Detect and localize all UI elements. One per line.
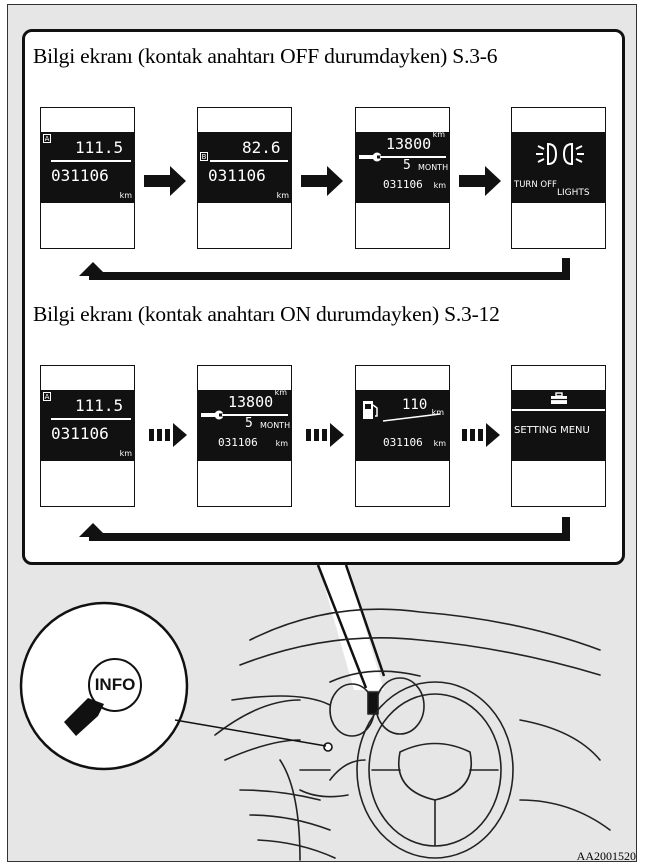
display-off-trip-b: B 82.6 031106 km <box>197 107 292 249</box>
trip-distance: 82.6 <box>242 138 281 157</box>
service-months: 5 <box>403 158 411 173</box>
screen: B 82.6 031106 km <box>198 132 291 203</box>
unit-label: km <box>119 449 132 458</box>
trip-distance: 111.5 <box>75 138 124 157</box>
trip-distance: 111.5 <box>75 396 124 415</box>
display-off-service: 13800 km 5 MONTH 031106 km <box>355 107 450 249</box>
months-label: MONTH <box>260 421 291 430</box>
unit-label: km <box>276 191 289 200</box>
headlight-icon <box>536 142 584 166</box>
divider-line <box>380 156 446 158</box>
service-distance: 13800 <box>228 393 274 411</box>
display-on-setting-menu: SETTING MENU <box>511 365 606 507</box>
screen: A 111.5 031106 km <box>41 390 134 461</box>
screen: SETTING MENU <box>512 390 605 461</box>
service-distance: 13800 <box>386 135 432 153</box>
screen: 110 km 031106 km <box>356 390 449 461</box>
odometer-value: 031106 <box>208 166 266 185</box>
unit-label: km <box>433 181 446 190</box>
return-arrow-icon <box>79 258 570 280</box>
display-on-trip-a: A 111.5 031106 km <box>40 365 135 507</box>
display-off-trip-a: A 111.5 031106 km <box>40 107 135 249</box>
menu-label: SETTING MENU <box>514 425 590 436</box>
trip-badge: A <box>43 134 51 143</box>
dashed-arrow-right-icon <box>149 423 500 447</box>
service-unit: km <box>274 390 287 397</box>
figure-code: AA2001520 <box>576 849 636 863</box>
display-off-lights-warning: TURN OFF LIGHTS <box>511 107 606 249</box>
heading-ignition-on: Bilgi ekranı (kontak anahtarı ON durumda… <box>33 302 500 326</box>
screen: TURN OFF LIGHTS <box>512 132 605 203</box>
warning-line-1: TURN OFF <box>514 180 557 190</box>
trip-badge: B <box>200 152 208 161</box>
unit-label: km <box>433 439 446 448</box>
warning-line-2: LIGHTS <box>557 188 590 198</box>
divider-line <box>51 160 131 162</box>
wrench-icon <box>201 410 223 420</box>
odometer-value: 031106 <box>383 178 423 191</box>
odometer-value: 031106 <box>383 436 423 449</box>
odometer-value: 031106 <box>218 436 258 449</box>
return-arrow-icon <box>79 517 570 541</box>
odometer-value: 031106 <box>51 424 109 443</box>
menu-divider <box>512 409 605 411</box>
trip-badge: A <box>43 392 51 401</box>
range-value: 110 <box>402 397 428 413</box>
odometer-value: 031106 <box>51 166 109 185</box>
service-months: 5 <box>245 416 253 431</box>
divider-line <box>210 160 288 162</box>
screen: 13800 km 5 MONTH 031106 km <box>356 132 449 203</box>
divider-line <box>51 418 131 420</box>
display-on-service: 13800 km 5 MONTH 031106 km <box>197 365 292 507</box>
months-label: MONTH <box>418 163 449 172</box>
info-button[interactable]: INFO <box>88 658 142 712</box>
display-on-range: 110 km 031106 km <box>355 365 450 507</box>
screen: A 111.5 031106 km <box>41 132 134 203</box>
wrench-icon <box>359 152 381 162</box>
unit-label: km <box>119 191 132 200</box>
screen: 13800 km 5 MONTH 031106 km <box>198 390 291 461</box>
info-display-highlight <box>367 691 379 715</box>
service-unit: km <box>432 132 445 139</box>
unit-label: km <box>275 439 288 448</box>
heading-ignition-off: Bilgi ekranı (kontak anahtarı OFF durumd… <box>33 44 498 68</box>
toolbox-icon <box>551 392 567 404</box>
range-unit: km <box>431 408 444 417</box>
info-button-location <box>323 742 333 752</box>
arrow-right-icon <box>144 166 501 196</box>
range-underline <box>382 413 441 422</box>
fuel-pump-icon <box>363 401 378 419</box>
divider-line <box>222 414 288 416</box>
